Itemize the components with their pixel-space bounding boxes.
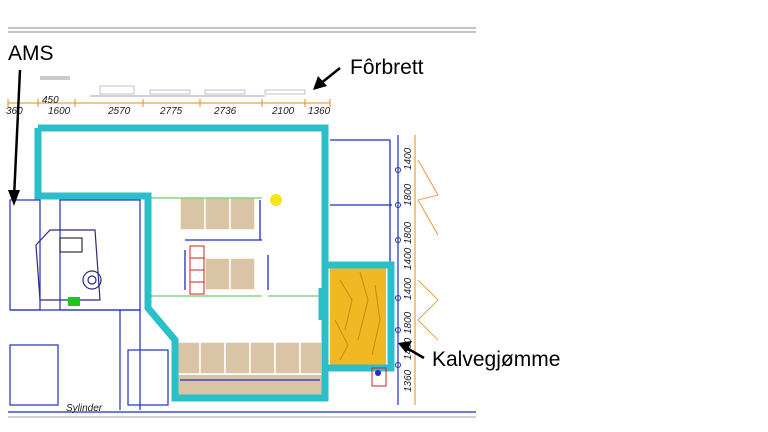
kalvegjomme-label: Kalvegjømme [432, 348, 561, 371]
right-dim-label: 1800 [403, 221, 414, 244]
top-dim-label: 2100 [271, 106, 295, 117]
calf-hide-straw [330, 265, 386, 367]
top-dimension-ticks [7, 99, 331, 107]
red-feed-gate [189, 245, 205, 295]
right-dim-label: 1400 [403, 247, 414, 270]
calf-gate-marker [375, 370, 381, 376]
internal-pen-lines [180, 139, 392, 381]
feed-bins-upper [179, 197, 256, 291]
pen-outline [34, 128, 395, 402]
ams-robot-area [9, 199, 141, 410]
forbrett-label: Fôrbrett [350, 56, 424, 79]
right-zigzag [417, 159, 439, 341]
feed-bins-lower [174, 341, 323, 375]
right-dim-label: 1360 [403, 369, 414, 392]
green-divider-lines [150, 197, 320, 297]
right-dim-labels: 1400 1800 1800 1400 1400 1800 1400 1360 [403, 147, 414, 392]
kalvegjomme-arrow-line [404, 345, 425, 360]
right-dim-label: 1400 [403, 147, 414, 170]
ams-label: AMS [8, 42, 54, 65]
lower-feed-strip [175, 375, 322, 397]
forbrett-arrow-line [319, 67, 341, 85]
yellow-marker [270, 194, 282, 206]
header-notes [40, 76, 306, 95]
forbrett-arrow-head [313, 76, 327, 90]
bottom-left-rooms [9, 344, 169, 406]
calf-gate [371, 367, 387, 387]
ams-arrow-head [8, 190, 20, 206]
pen-outline-top [38, 124, 329, 265]
ams-green-marker [68, 297, 80, 306]
top-dim-label: 2570 [107, 106, 131, 117]
top-dim-label: 1600 [48, 106, 71, 117]
kalvegjomme-arrow-head [398, 341, 412, 353]
bottom-label: Sylinder [66, 403, 103, 414]
ams-arrow-line [12, 69, 22, 199]
right-dim-label: 1800 [403, 183, 414, 206]
top-dim-label: 450 [42, 95, 59, 106]
straw-texture [334, 271, 381, 361]
right-dim-label: 1800 [403, 311, 414, 334]
right-ring-markers [395, 167, 401, 368]
top-dim-label: 1360 [308, 106, 331, 117]
right-dim-label: 1400 [403, 277, 414, 300]
top-dim-label: 2775 [159, 106, 183, 117]
top-dim-label: 2736 [213, 106, 237, 117]
top-dim-label: 360 [6, 106, 23, 117]
